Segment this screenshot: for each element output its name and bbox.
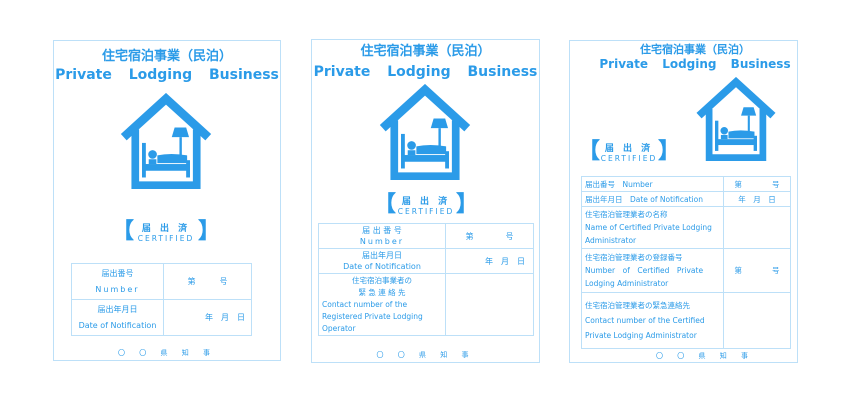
notice-card-3: 住宅宿泊事業（民泊） Private Lodging Business 【 届 … [569,40,798,363]
name-label-ja: 住宅宿泊管理業者の名称 [585,210,668,219]
notice-card-1: 住宅宿泊事業（民泊） Private Lodging Business 【 届 … [53,40,281,361]
reg-value: 第 号 [723,248,791,293]
certified-stamp: 【 届 出 済 CERTIFIED 】 [374,192,478,222]
table-row: 届出番号 Number 第 号 [581,176,791,192]
name-label-en-1: Name of Certified Private Lodging [585,223,712,232]
contact-label-ja: 住宅宿泊管理業者の緊急連絡先 [585,301,690,310]
certified-ja: 届 出 済 [141,224,191,234]
certified-ja: 届 出 済 [604,144,654,154]
number-label: 届出番号 Number [581,176,724,192]
title-ja: 住宅宿泊事業（民泊） [101,49,232,64]
table-row: 届 出 番 号 Number 第 号 [318,223,534,249]
contact-label-en-1: Contact number of the [322,299,408,309]
date-label-ja: 届出年月日 [362,251,402,260]
table-row: 届出年月日 Date of Notification 年 月 日 [318,248,534,274]
table-row: 住宅宿泊管理業者の名称 Name of Certified Private Lo… [581,206,791,249]
date-label-en: Date of Notification [343,262,421,271]
info-table: 届出番号 Number 第 号 届出年月日 Date of Notificati… [581,176,791,349]
number-label-ja: 届 出 番 号 [362,226,402,235]
contact-label: 住宅宿泊事業者の 緊 急 連 絡 先 Contact number of the… [318,273,446,336]
certified-ja: 届 出 済 [401,197,451,207]
date-label-ja: 届出年月日 [97,304,138,314]
date-value: 年 月 日 [163,299,252,336]
name-value [723,206,791,249]
number-value: 第 号 [445,223,534,249]
footer-governor: 〇 〇 県 知 事 [656,352,754,360]
contact-value [723,292,791,349]
bracket-left: 【 [374,192,397,217]
date-label: 届出年月日 Date of Notification [71,299,164,336]
number-label-ja: 届出番号 [101,268,134,278]
footer-governor: 〇 〇 県 知 事 [118,349,216,357]
table-row: 届出年月日 Date of Notification 年 月 日 [71,299,252,336]
certified-stamp: 【 届 出 済 CERTIFIED 】 [112,219,220,249]
certified-en: CERTIFIED [397,207,455,216]
contact-label: 住宅宿泊管理業者の緊急連絡先 Contact number of the Cer… [581,292,724,349]
number-label: 届出番号 Number [71,263,164,300]
title-en: Private Lodging Business [55,67,279,83]
house-bed-lamp-icon [118,93,214,189]
table-row: 住宅宿泊事業者の 緊 急 連 絡 先 Contact number of the… [318,273,534,336]
house-bed-lamp-icon [377,84,473,180]
certified-stamp: 【 届 出 済 CERTIFIED 】 [578,139,680,169]
certified-en: CERTIFIED [137,234,195,243]
date-value: 年 月 日 [445,248,534,274]
title-ja: 住宅宿泊事業（民泊） [360,44,491,59]
info-table: 届 出 番 号 Number 第 号 届出年月日 Date of Notific… [318,223,534,336]
table-row: 住宅宿泊管理業者の緊急連絡先 Contact number of the Cer… [581,292,791,349]
bracket-left: 【 [112,219,135,244]
date-value: 年 月 日 [723,191,791,207]
title-en: Private Lodging Business [313,64,538,80]
bracket-right: 】 [197,219,220,244]
reg-label-en-1: Number of Certified Private [585,266,704,275]
bracket-right: 】 [455,192,478,217]
notice-card-2: 住宅宿泊事業（民泊） Private Lodging Business 【 届 … [311,39,540,363]
number-value: 第 号 [723,176,791,192]
info-table: 届出番号 Number 第 号 届出年月日 Date of Notificati… [71,263,252,336]
certified-en: CERTIFIED [600,154,658,163]
footer-governor: 〇 〇 県 知 事 [376,351,475,359]
table-row: 届出年月日 Date of Notification 年 月 日 [581,191,791,207]
contact-label-en-1: Contact number of the Certified [585,316,705,325]
date-label: 届出年月日 Date of Notification [581,191,724,207]
house-bed-lamp-icon [694,77,778,161]
contact-label-ja-1: 住宅宿泊事業者の [352,275,412,285]
number-value: 第 号 [163,263,252,300]
number-label: 届 出 番 号 Number [318,223,446,249]
name-label: 住宅宿泊管理業者の名称 Name of Certified Private Lo… [581,206,724,249]
contact-label-en-2: Private Lodging Administrator [585,331,697,340]
reg-label-ja: 住宅宿泊管理業者の登録番号 [585,253,683,262]
bracket-left: 【 [578,139,601,164]
date-label-en: Date of Notification [78,320,157,330]
contact-label-en-2: Registered Private Lodging [322,311,423,321]
bracket-right: 】 [657,139,680,164]
table-row: 住宅宿泊管理業者の登録番号 Number of Certified Privat… [581,248,791,293]
reg-label-en-2: Lodging Administrator [585,279,669,288]
contact-label-ja-2: 緊 急 連 絡 先 [358,287,406,297]
title-en: Private Lodging Business [599,57,791,71]
title-ja: 住宅宿泊事業（民泊） [640,43,750,56]
number-label-en: Number [95,284,140,294]
contact-label-en-3: Operator [322,323,356,333]
number-label-en: Number [359,237,405,246]
reg-label: 住宅宿泊管理業者の登録番号 Number of Certified Privat… [581,248,724,293]
date-label: 届出年月日 Date of Notification [318,248,446,274]
table-row: 届出番号 Number 第 号 [71,263,252,300]
contact-value [445,273,534,336]
name-label-en-2: Administrator [585,236,637,245]
